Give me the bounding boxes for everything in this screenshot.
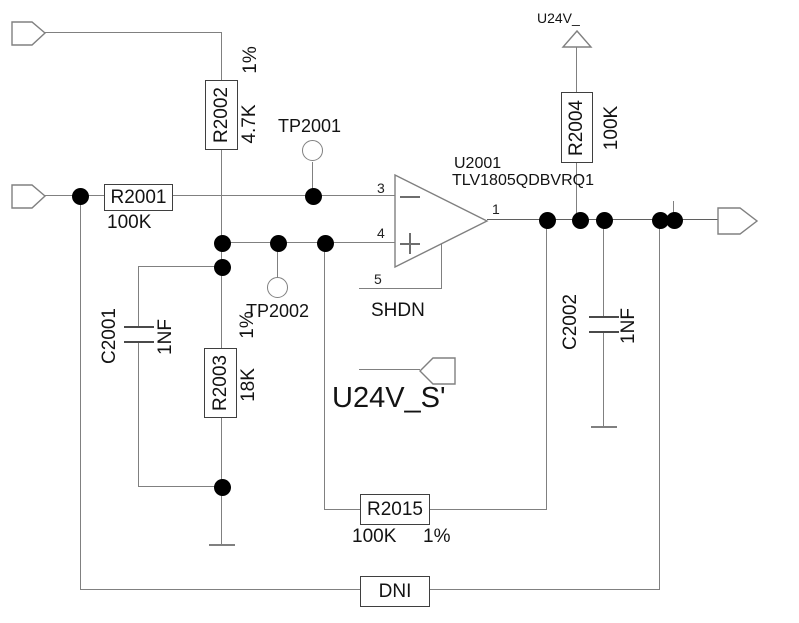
junction-dot-pin4-r2002: [214, 235, 231, 252]
testpoint-tp2001: [302, 140, 323, 161]
junction-dot-pin4-feedback: [317, 235, 334, 252]
wire-output-stub: [673, 201, 675, 220]
wire-c2001-top-lead: [138, 267, 140, 327]
junction-dot-c2001-bottom: [214, 479, 231, 496]
wire-tp2001-stem: [312, 162, 314, 196]
c2002-end-bar: [591, 426, 617, 428]
tp2002-label: TP2002: [246, 301, 310, 321]
wire-left-rail: [80, 196, 82, 590]
shdn-connector: [419, 357, 456, 385]
wire-r2004-top-lead: [576, 47, 578, 92]
opamp-part-label: TLV1805QDBVRQ1: [452, 172, 594, 189]
junction-dot-out-stub: [666, 212, 683, 229]
shutdown-net-label: U24V_S': [332, 382, 446, 414]
wire-r2015-left: [325, 509, 360, 511]
wire-r2002-top-lead: [221, 32, 223, 80]
resistor-r2001: R2001: [104, 184, 173, 211]
c2001-plate-top: [124, 326, 154, 329]
wire-tp2002-stem: [277, 242, 279, 278]
r2015-ref-label: R2015: [367, 498, 423, 520]
wire-r2004-bottom-lead: [576, 163, 578, 220]
wire-c2001-top-branch: [138, 266, 222, 268]
wire-dni-left: [80, 589, 360, 591]
resistor-r2002: R2002: [205, 80, 238, 150]
pin4-number: 4: [377, 225, 385, 241]
wire-pin3-net: [173, 195, 395, 197]
junction-dot-c2001-top: [214, 259, 231, 276]
plus-icon-v: [409, 233, 411, 254]
resistor-r2003: R2003: [204, 348, 237, 418]
r2004-value-label: 100K: [601, 105, 622, 151]
wire-top-input: [45, 32, 222, 34]
input-connector-top: [11, 21, 47, 46]
supply-arrow-icon: [561, 29, 593, 48]
r2002-ref-label: R2002: [210, 87, 232, 143]
dni-box: DNI: [360, 576, 430, 607]
junction-dot-out-r2004: [572, 212, 589, 229]
junction-dot-out-c2002: [596, 212, 613, 229]
supply-rail-label: U24V_: [537, 10, 580, 26]
output-connector: [717, 207, 759, 235]
wire-c2001-bottom-lead: [138, 343, 140, 487]
c2002-plate-top: [589, 316, 619, 319]
r2002-tolerance-label: 1%: [240, 46, 261, 74]
c2002-value-label: 1NF: [618, 308, 639, 344]
resistor-r2004: R2004: [561, 92, 593, 163]
c2001-ref-label: C2001: [99, 308, 120, 364]
pin1-number: 1: [492, 201, 500, 217]
junction-dot-input: [72, 188, 89, 205]
pin5-number: 5: [374, 271, 382, 287]
c2001-plate-bottom: [124, 341, 154, 344]
junction-dot-out-r2015: [539, 212, 556, 229]
tp2001-label: TP2001: [278, 116, 342, 136]
r2003-value-label: 18K: [238, 368, 259, 402]
r2001-ref-label: R2001: [110, 186, 167, 208]
wire-dni-up: [659, 220, 661, 590]
minus-icon: [400, 196, 420, 198]
wire-c2001-bottom-branch: [138, 486, 222, 488]
c2002-ref-label: C2002: [560, 294, 581, 350]
r2003-end-bar: [209, 544, 235, 546]
wire-dni-right: [430, 589, 660, 591]
wire-pin4-net: [221, 242, 395, 244]
testpoint-tp2002: [267, 277, 288, 298]
shdn-pin-name-label: SHDN: [371, 300, 425, 321]
wire-r2015-right: [430, 509, 547, 511]
r2002-value-label: 4.7K: [239, 104, 260, 144]
resistor-r2015: R2015: [360, 494, 430, 525]
wire-c2002-bottom-lead: [603, 333, 605, 427]
junction-dot-pin4-tp2002: [270, 235, 287, 252]
junction-dot-out-dni: [652, 212, 669, 229]
r2015-tolerance-label: 1%: [423, 526, 451, 547]
c2002-plate-bottom: [589, 331, 619, 334]
opamp-ref-label: U2001: [454, 155, 502, 172]
wire-c2002-top-lead: [603, 220, 605, 317]
wire-pin5-lower: [359, 369, 420, 371]
pin3-number: 3: [377, 180, 385, 196]
c2001-value-label: 1NF: [155, 319, 176, 355]
r2004-ref-label: R2004: [566, 99, 587, 156]
r2015-value-label: 100K: [352, 526, 397, 547]
junction-dot-tp2001: [305, 188, 322, 205]
wire-feedback-down: [324, 242, 326, 510]
wire-pin5-upper: [359, 288, 442, 290]
r2001-value-label: 100K: [107, 212, 152, 233]
wire-pin5-drop: [441, 244, 443, 289]
wire-feedback-up: [546, 220, 548, 510]
input-connector-mid: [11, 184, 47, 209]
r2003-ref-label: R2003: [209, 355, 231, 411]
dni-label: DNI: [378, 580, 412, 602]
